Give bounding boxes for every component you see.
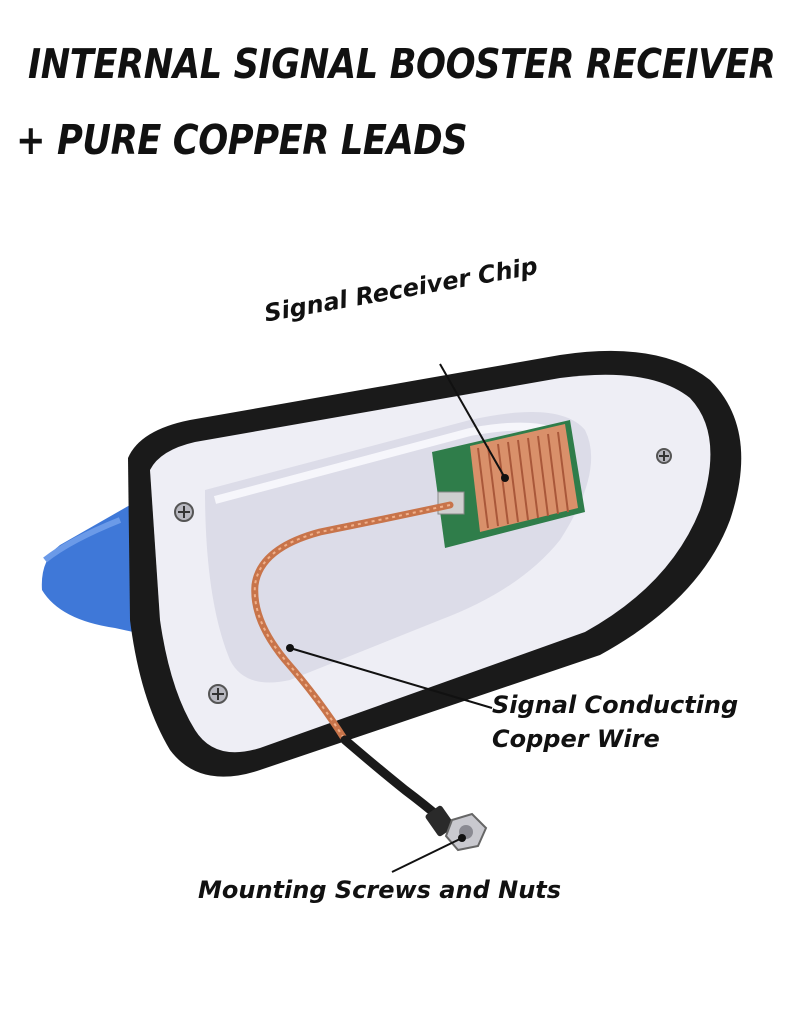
receiver-chip <box>432 420 585 548</box>
headline-line-2: + Pure Copper Leads <box>16 116 468 164</box>
screw-top-left <box>174 502 194 522</box>
connector <box>425 805 488 852</box>
screws-leader-line <box>391 837 463 873</box>
black-cable <box>340 735 445 823</box>
callout-copper-wire: Signal Conducting Copper Wire <box>492 688 738 756</box>
chip-leader-line <box>439 363 506 479</box>
callout-copper-wire-line-1: Signal Conducting <box>492 691 739 719</box>
screw-bottom-left <box>208 684 228 704</box>
callout-mounting-screws: Mounting Screws and Nuts <box>198 876 562 904</box>
screw-right <box>656 448 672 464</box>
wire-leader-line <box>289 647 493 709</box>
callout-copper-wire-line-2: Copper Wire <box>492 725 660 753</box>
headline-line-1: Internal Signal Booster Receiver <box>28 40 776 88</box>
